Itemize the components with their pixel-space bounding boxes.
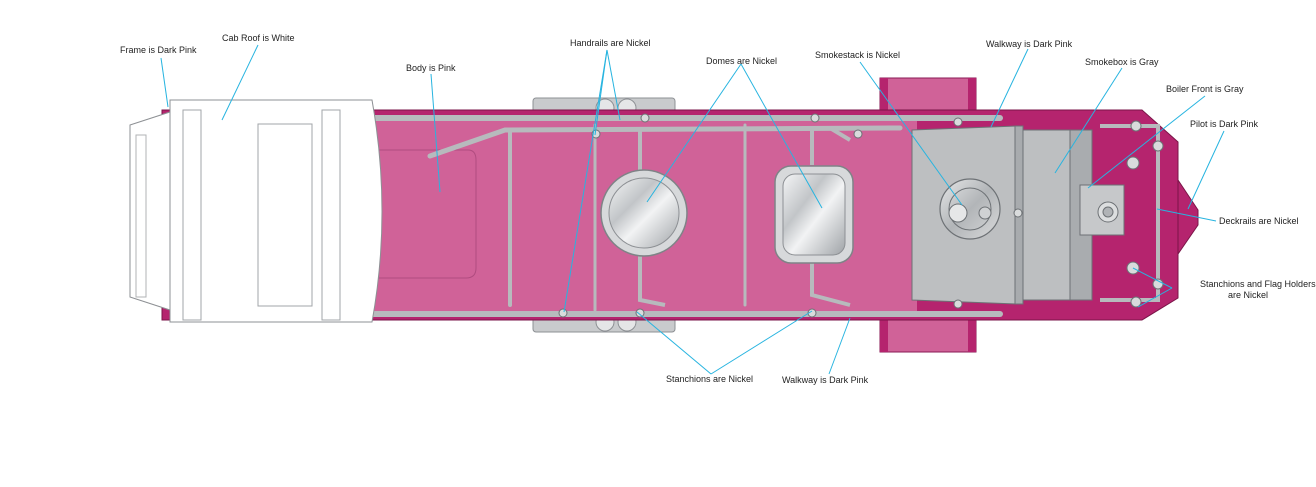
body-panel xyxy=(372,149,477,279)
leader-lines xyxy=(160,44,1225,375)
pilot xyxy=(1177,178,1199,256)
boiler-front xyxy=(1022,129,1125,301)
label-domes: Domes are Nickel xyxy=(706,56,778,66)
label-pilot: Pilot is Dark Pink xyxy=(1190,119,1259,129)
label-walkway-bottom: Walkway is Dark Pink xyxy=(782,375,869,385)
label-walkway-top: Walkway is Dark Pink xyxy=(986,39,1073,49)
flag-holders xyxy=(1126,120,1164,308)
label-handrails: Handrails are Nickel xyxy=(570,38,651,48)
label-smokestack: Smokestack is Nickel xyxy=(815,50,901,60)
label-flag-holders-1: Stanchions and Flag Holders xyxy=(1200,279,1316,289)
label-stanchions: Stanchions are Nickel xyxy=(666,374,754,384)
handrails xyxy=(369,115,1003,317)
cab-roof xyxy=(129,99,383,323)
label-cab-roof: Cab Roof is White xyxy=(222,33,295,43)
label-boiler-front: Boiler Front is Gray xyxy=(1166,84,1244,94)
dome-steam xyxy=(600,169,688,257)
dome-mounts xyxy=(638,126,852,307)
label-body: Body is Pink xyxy=(406,63,456,73)
smokestack xyxy=(939,178,1001,240)
label-deckrails: Deckrails are Nickel xyxy=(1219,216,1299,226)
label-frame: Frame is Dark Pink xyxy=(120,45,197,55)
label-flag-holders-2: are Nickel xyxy=(1228,290,1269,300)
deckrails xyxy=(1100,124,1160,302)
label-smokebox: Smokebox is Gray xyxy=(1085,57,1159,67)
dome-sand xyxy=(774,165,854,264)
